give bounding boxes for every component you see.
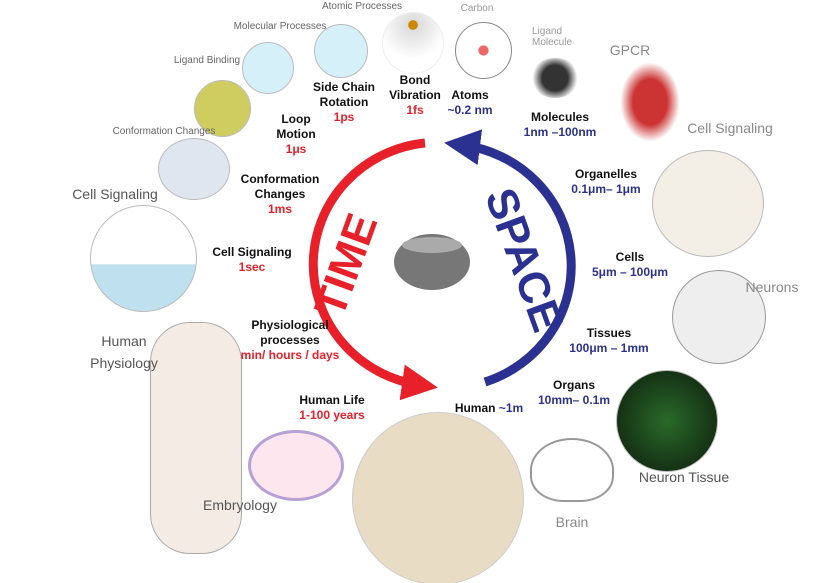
space-value: 10mm– 0.1m — [537, 393, 611, 407]
cell-signaling-left-image — [90, 205, 197, 312]
carbon-label: Carbon — [460, 3, 494, 14]
space-value: ~1m — [498, 401, 524, 415]
time-value: 1ps — [333, 110, 355, 124]
embryology-label: Embryology — [203, 497, 277, 513]
vitruvian-image — [352, 412, 524, 583]
gpcr-label: GPCR — [609, 42, 651, 58]
space-name: Cells — [615, 250, 645, 264]
time-arc — [308, 138, 438, 401]
time-name: Conformation Changes — [240, 172, 320, 201]
neuron-tissue-label: Neuron Tissue — [638, 469, 730, 485]
space-name: Organelles — [574, 167, 638, 181]
neuron-tissue-image — [616, 370, 718, 472]
space-value: 1nm –100nm — [523, 125, 597, 139]
cell-signaling-right-label: Cell Signaling — [687, 120, 773, 136]
space-name: Human — [454, 401, 496, 415]
brain-label: Brain — [555, 514, 589, 530]
side-chain-image — [314, 24, 368, 78]
space-name: Organs — [552, 378, 596, 392]
time-value: 1fs — [406, 103, 424, 117]
time-name: Physiological processes — [251, 318, 329, 347]
space-name: Tissues — [586, 326, 632, 340]
time-name: Bond Vibration — [389, 73, 441, 102]
time-value: 1-100 years — [299, 408, 365, 422]
space-value: 100μm – 1mm — [569, 341, 649, 355]
atomic-processes-label: Atomic Processes — [321, 1, 403, 12]
neurons-label: Neurons — [745, 279, 799, 295]
time-name: Loop Motion — [276, 112, 316, 141]
cell-signaling-right-image — [652, 150, 764, 257]
time-name: Human Life — [299, 393, 365, 407]
bond-vibration-image — [382, 12, 444, 74]
space-value: 0.1μm– 1μm — [571, 182, 641, 196]
space-value: ~0.2 nm — [447, 103, 493, 117]
cell-signaling-left-label: Cell Signaling — [72, 186, 158, 202]
space-name: Atoms — [451, 88, 489, 102]
ligand-molecule-image — [530, 58, 580, 98]
carbon-atom-image — [455, 22, 512, 79]
time-value: 1sec — [238, 260, 266, 274]
time-value: 1ms — [267, 202, 293, 216]
molecular-processes-label: Molecular Processes — [233, 21, 327, 32]
ligand-binding-image — [194, 80, 251, 137]
space-human: Human ~1m — [455, 401, 523, 416]
gpcr-image — [620, 62, 680, 142]
space-value: 5μm – 100μm — [591, 265, 669, 279]
time-value: min/ hours / days — [240, 348, 340, 362]
ligand-molecule-label: Ligand Molecule — [531, 26, 573, 48]
human-physiology-label: Human Physiology — [90, 333, 158, 371]
space-atoms: Atoms~0.2 nm — [447, 88, 492, 118]
conformation-changes-label: Conformation Changes — [112, 126, 216, 137]
time-name: Cell Signaling — [212, 245, 292, 259]
molecular-image — [242, 42, 294, 94]
human-physiology-image — [150, 322, 242, 554]
time-name: Side Chain Rotation — [312, 80, 376, 109]
space-arc — [444, 129, 576, 387]
space-name: Molecules — [530, 110, 590, 124]
conformation-image — [158, 138, 230, 200]
neurons-image — [672, 270, 766, 364]
brain-image — [530, 438, 614, 502]
embryology-image — [248, 430, 344, 501]
ligand-binding-label: Ligand Binding — [173, 55, 241, 66]
time-value: 1μs — [285, 142, 307, 156]
